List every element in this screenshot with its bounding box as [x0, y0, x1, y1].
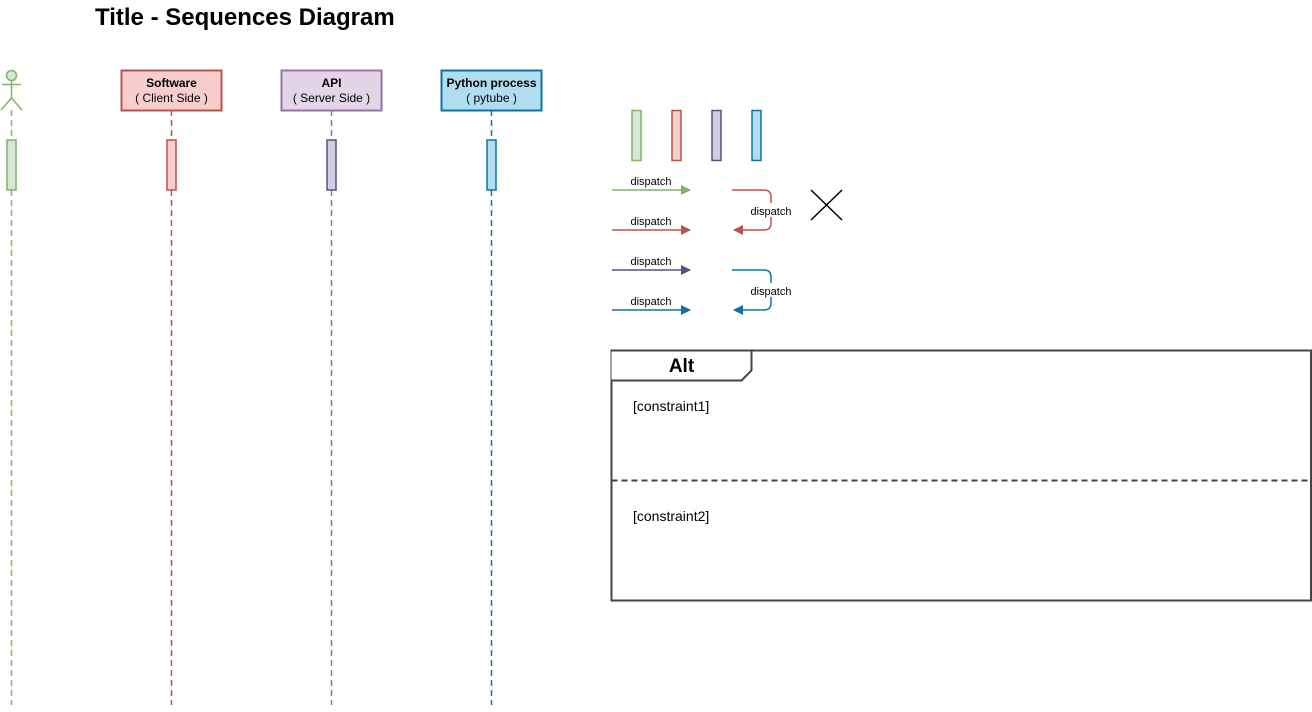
legend-message-green[interactable]: dispatch	[612, 176, 691, 195]
python-box	[440, 69, 543, 112]
api-name: API	[321, 76, 341, 90]
legend-messages: dispatch dispatch dispatch dispatch	[612, 176, 691, 315]
software-name: Software	[146, 76, 197, 90]
constraint-1: [constraint1]	[633, 398, 709, 414]
x-destroy-icon[interactable]	[810, 189, 843, 221]
legend-self-messages: dispatch dispatch	[732, 189, 792, 315]
label-backdrop	[750, 203, 792, 217]
software-participant[interactable]: Software ( Client Side )	[120, 69, 223, 706]
self-message-blue[interactable]: dispatch	[732, 269, 792, 315]
alt-frame[interactable]: Alt [constraint1] [constraint2]	[610, 349, 1312, 602]
constraint-2: [constraint2]	[633, 508, 709, 524]
message-label: dispatch	[631, 176, 672, 188]
legend-message-red[interactable]: dispatch	[612, 216, 691, 235]
legend-bar-green[interactable]	[631, 109, 642, 162]
message-label: dispatch	[631, 216, 672, 228]
message-label: dispatch	[631, 256, 672, 268]
alt-frame-label: Alt	[669, 356, 695, 377]
legend-bar-blue[interactable]	[751, 109, 762, 162]
stick-figure-icon	[0, 69, 23, 111]
api-subtitle: ( Server Side )	[293, 91, 370, 105]
api-activation-bar	[326, 139, 337, 191]
message-label: dispatch	[631, 296, 672, 308]
label-backdrop	[750, 283, 792, 297]
self-message-label: dispatch	[751, 206, 792, 218]
api-box	[280, 69, 383, 112]
diagram-title: Title - Sequences Diagram	[95, 4, 395, 31]
legend-bar-red[interactable]	[671, 109, 682, 162]
self-message-label: dispatch	[751, 286, 792, 298]
legend-message-purple[interactable]: dispatch	[612, 256, 691, 275]
actor-participant[interactable]	[0, 69, 23, 706]
software-activation-bar	[166, 139, 177, 191]
actor-activation-bar	[6, 139, 17, 191]
software-subtitle: ( Client Side )	[135, 91, 208, 105]
python-subtitle: ( pytube )	[466, 91, 517, 105]
legend-activation-bars	[631, 109, 762, 162]
legend-bar-purple[interactable]	[711, 109, 722, 162]
alt-frame-tab	[611, 349, 753, 382]
legend-message-blue[interactable]: dispatch	[612, 296, 691, 315]
api-participant[interactable]: API ( Server Side )	[280, 69, 383, 706]
python-name: Python process	[446, 76, 536, 90]
alt-frame-border	[610, 349, 1312, 602]
self-message-red[interactable]: dispatch	[732, 189, 792, 235]
software-box	[120, 69, 223, 112]
python-activation-bar	[486, 139, 497, 191]
python-participant[interactable]: Python process ( pytube )	[440, 69, 543, 706]
